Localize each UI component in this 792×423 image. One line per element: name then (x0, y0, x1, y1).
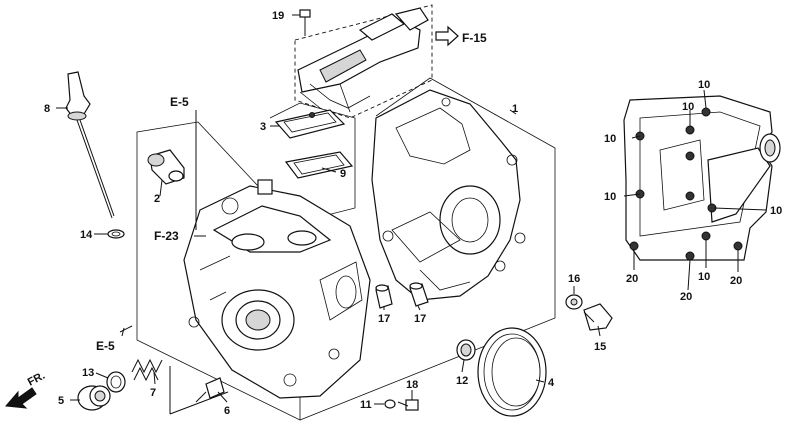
callout-3: 3 (260, 121, 266, 133)
callout-11: 11 (360, 399, 372, 411)
bolt-19 (299, 9, 311, 36)
ref-e5-left: E-5 (96, 339, 115, 353)
callout-10-right: 10 (770, 205, 782, 217)
dowel-pin-17a (375, 284, 393, 309)
bolt-hole-markers (629, 107, 743, 261)
callout-1: 1 (512, 103, 518, 115)
callout-8: 8 (44, 103, 50, 115)
callout-9: 9 (340, 168, 346, 180)
callout-20-right: 20 (730, 275, 742, 287)
callout-10-top: 10 (698, 79, 710, 91)
dowel-pin-17b (409, 282, 429, 307)
leader-lines (56, 14, 767, 415)
callout-14: 14 (80, 229, 93, 241)
bushing-2 (147, 149, 185, 185)
cover-plate-3 (274, 109, 346, 139)
section-references: F-15 E-5 F-23 E-5 FR. (26, 31, 487, 389)
callout-20-left: 20 (626, 273, 638, 285)
o-ring-13 (106, 371, 126, 393)
o-ring-14 (107, 229, 125, 239)
callout-17-left: 17 (378, 313, 390, 325)
washer-16 (565, 294, 583, 310)
plug-5 (77, 385, 111, 411)
ref-f15: F-15 (462, 31, 487, 45)
gasket-9 (284, 151, 354, 179)
ref-arrow-f15 (435, 25, 459, 47)
left-crankcase (183, 179, 371, 399)
breather-boundary (294, 4, 433, 119)
callout-2: 2 (154, 193, 160, 205)
callout-16: 16 (568, 273, 580, 285)
callout-12: 12 (456, 375, 468, 387)
oil-seal-12 (456, 339, 476, 361)
callout-13: 13 (82, 367, 94, 379)
callout-10-left-top: 10 (604, 133, 616, 145)
callout-10-left-mid: 10 (604, 191, 616, 203)
gasket-ring-4 (477, 327, 547, 417)
callout-18: 18 (406, 379, 418, 391)
bolt-pattern-detail (623, 95, 781, 261)
oil-dipstick (65, 71, 115, 219)
bolt-18 (397, 399, 419, 411)
callout-10-bottom: 10 (698, 271, 710, 283)
washer-11 (384, 399, 396, 409)
drain-bolt-15 (583, 303, 613, 331)
front-arrow (4, 387, 37, 409)
callout-17-right: 17 (414, 313, 426, 325)
callout-19: 19 (272, 10, 284, 22)
ref-f23: F-23 (154, 229, 179, 243)
right-crankcase (371, 89, 526, 301)
callout-5: 5 (58, 395, 64, 407)
callout-7: 7 (150, 387, 156, 399)
callout-labels: 8 2 3 9 1 19 14 13 5 7 6 16 15 17 17 12 … (44, 10, 782, 417)
callout-4: 4 (548, 377, 555, 389)
breather-assembly (297, 7, 429, 113)
spring-7 (131, 358, 163, 382)
callout-20-center: 20 (680, 291, 692, 303)
callout-10-center: 10 (682, 101, 694, 113)
ref-e5-top: E-5 (170, 95, 189, 109)
callout-6: 6 (224, 405, 230, 417)
callout-15: 15 (594, 341, 606, 353)
front-label: FR. (26, 370, 47, 389)
